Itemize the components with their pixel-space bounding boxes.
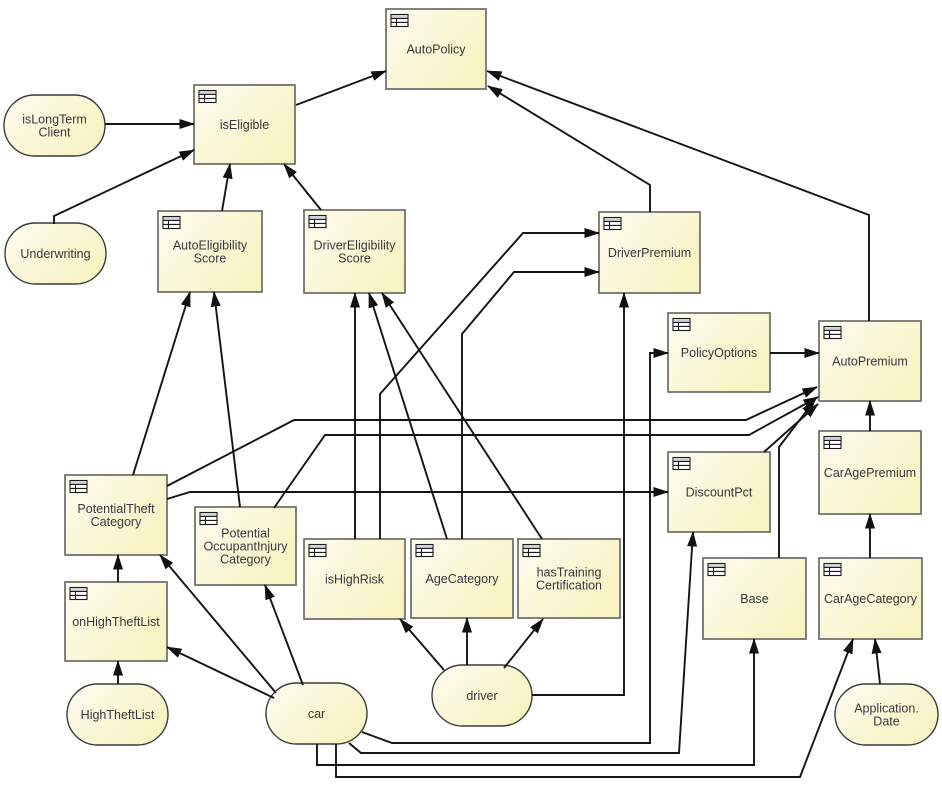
svg-text:hasTraining: hasTraining [537, 566, 602, 580]
svg-text:PolicyOptions: PolicyOptions [681, 346, 757, 360]
svg-text:Category: Category [220, 553, 271, 567]
svg-text:HighTheftList: HighTheftList [81, 708, 155, 722]
svg-text:AutoPremium: AutoPremium [832, 355, 908, 369]
svg-text:car: car [308, 707, 325, 721]
svg-text:Underwriting: Underwriting [20, 247, 90, 261]
svg-text:isHighRisk: isHighRisk [325, 573, 385, 587]
svg-text:Potential: Potential [221, 527, 270, 541]
svg-text:Date: Date [873, 715, 899, 729]
svg-text:PotentialTheft: PotentialTheft [77, 502, 155, 516]
svg-text:driver: driver [466, 689, 497, 703]
svg-text:Certification: Certification [536, 579, 602, 593]
svg-text:Client: Client [39, 126, 71, 140]
svg-text:Score: Score [194, 252, 227, 266]
svg-text:isLongTerm: isLongTerm [22, 113, 87, 127]
svg-text:Score: Score [338, 252, 371, 266]
svg-text:OccupantInjury: OccupantInjury [203, 540, 288, 554]
svg-text:Base: Base [740, 592, 769, 606]
svg-text:AutoPolicy: AutoPolicy [406, 43, 466, 57]
svg-text:DiscountPct: DiscountPct [686, 486, 753, 500]
svg-text:Application.: Application. [854, 702, 919, 716]
svg-text:CarAgeCategory: CarAgeCategory [824, 592, 918, 606]
svg-text:onHighTheftList: onHighTheftList [72, 615, 160, 629]
svg-text:AgeCategory: AgeCategory [426, 572, 500, 586]
svg-text:DriverEligibility: DriverEligibility [314, 239, 397, 253]
svg-text:isEligible: isEligible [220, 118, 269, 132]
svg-text:AutoEligibility: AutoEligibility [173, 239, 248, 253]
svg-text:CarAgePremium: CarAgePremium [824, 466, 916, 480]
svg-text:Category: Category [91, 515, 142, 529]
svg-text:DriverPremium: DriverPremium [608, 246, 691, 260]
